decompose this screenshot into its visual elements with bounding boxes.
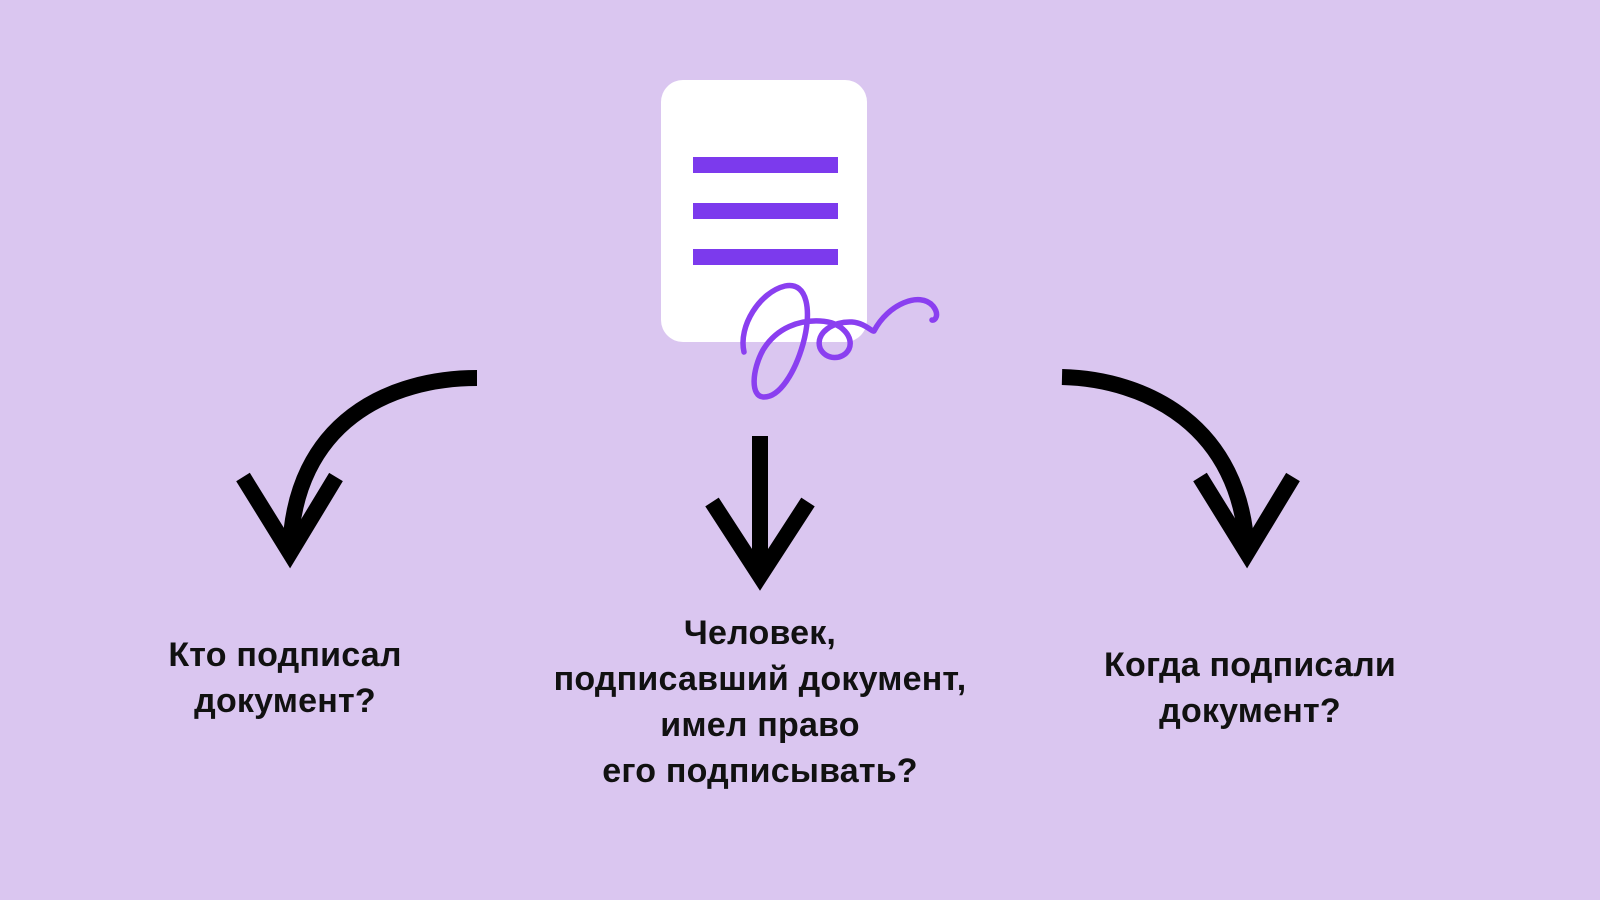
question-line: подписавший документ, (553, 660, 967, 698)
document-line (693, 249, 838, 265)
question-who-signed: Кто подписал документ? (125, 632, 445, 724)
question-signer-authority: Человек, подписавший документ, имел прав… (510, 610, 1010, 794)
question-line: Человек, (683, 614, 837, 652)
question-line: документ? (194, 682, 376, 720)
question-line: Кто подписал (168, 636, 402, 674)
document-with-lines-icon (661, 80, 867, 342)
question-line: документ? (1159, 692, 1341, 730)
question-line: его подписывать? (602, 752, 918, 790)
question-line: имел право (660, 706, 860, 744)
curved-arrow-down-left-head (236, 472, 343, 569)
document-line (693, 203, 838, 219)
question-line: Когда подписали (1104, 646, 1396, 684)
handwritten-signature-icon (740, 282, 940, 400)
curved-arrow-down-right-icon (1061, 369, 1255, 554)
curved-arrow-down-right-head (1193, 472, 1300, 569)
arrow-down-head (705, 497, 815, 591)
document-line (693, 157, 838, 173)
question-when-signed: Когда подписали документ? (1060, 642, 1440, 734)
curved-arrow-down-left-icon (282, 370, 478, 554)
